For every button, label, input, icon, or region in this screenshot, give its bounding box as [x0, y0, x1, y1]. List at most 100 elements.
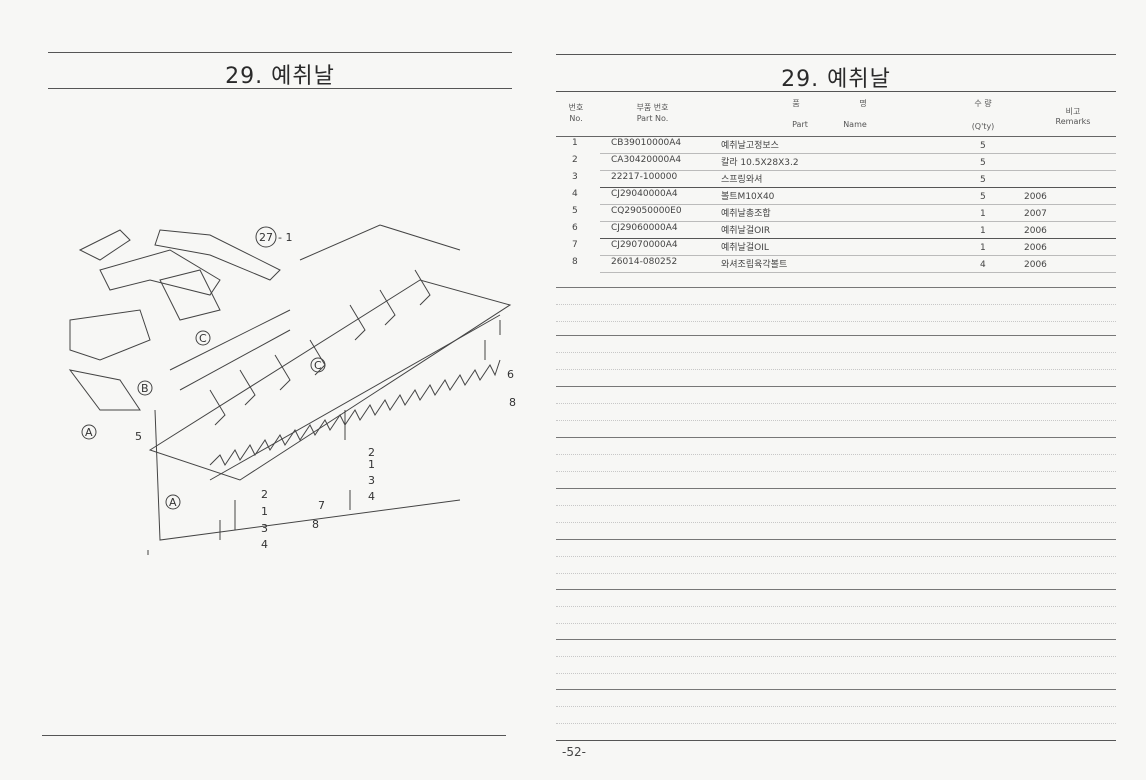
row-4-no: 4 [572, 189, 578, 199]
right-footer-rule [556, 740, 1116, 741]
knife-back-bar [209, 314, 501, 481]
callout-4-middle: 4 [368, 490, 375, 503]
header-remarks-en: Remarks [1055, 117, 1091, 126]
knife-section-teeth [209, 359, 501, 466]
faint-ruled-line [556, 369, 1116, 370]
row-2-no: 2 [572, 155, 578, 165]
guard-7 [414, 269, 431, 306]
guard-2 [239, 369, 256, 406]
faint-ruled-line [556, 723, 1116, 724]
faint-ruled-line [556, 606, 1116, 607]
faint-ruled-line [556, 556, 1116, 557]
callout-circle-b [137, 380, 153, 396]
row-5-name: 예취날총조합 [721, 209, 771, 219]
callout-c1: C [199, 332, 207, 345]
cutter-guide-line-1 [169, 309, 291, 371]
callout-27-qty: - 1 [278, 231, 292, 244]
callout-circle-c2 [310, 357, 326, 373]
bracket-outline [154, 409, 461, 541]
ruled-line [556, 488, 1116, 489]
row-1-no: 1 [572, 138, 578, 148]
callout-3-middle: 3 [368, 474, 375, 487]
mounting-plate [159, 269, 221, 321]
callout-3-lower: 3 [261, 522, 268, 535]
header-name-ko-1: 품 [792, 99, 800, 108]
row-1-part-no: CB39010000A4 [611, 138, 682, 148]
row-8-remarks: 2006 [1024, 260, 1047, 270]
left-title-rule-bottom [48, 88, 512, 89]
header-no-ko: 번호 [568, 103, 584, 112]
faint-ruled-line [556, 304, 1116, 305]
left-page-title: 29. 예취날 [225, 64, 335, 89]
faint-ruled-line [556, 573, 1116, 574]
faint-ruled-line [556, 454, 1116, 455]
row-7-no: 7 [572, 240, 578, 250]
row-7-remarks: 2006 [1024, 243, 1047, 253]
callout-circle-27 [255, 226, 277, 248]
callout-1-middle: 1 [368, 458, 375, 471]
row-5-remarks: 2007 [1024, 209, 1047, 219]
row-5-no: 5 [572, 206, 578, 216]
guard-6 [379, 289, 396, 326]
row-6-part-no: CJ29060000A4 [611, 223, 678, 233]
callout-8-right: 8 [509, 396, 516, 409]
row-6-remarks: 2006 [1024, 226, 1047, 236]
cutter-blade-exploded-diagram: 27 - 1 C C B A A 5 6 8 2 1 3 4 7 8 2 1 3… [68, 224, 516, 555]
frame-arm-upper [99, 249, 221, 296]
faint-ruled-line [556, 403, 1116, 404]
frame-arm-lower [69, 309, 151, 361]
faint-ruled-line [556, 420, 1116, 421]
row-divider [600, 221, 1116, 222]
page-number: -52- [562, 745, 586, 759]
callout-1-lower: 1 [261, 505, 268, 518]
faint-ruled-line [556, 352, 1116, 353]
callout-2-lower: 2 [261, 488, 268, 501]
faint-ruled-line [556, 656, 1116, 657]
left-footer-rule [42, 735, 506, 736]
header-qty-en: (Q'ty) [971, 122, 995, 131]
faint-ruled-line [556, 623, 1116, 624]
row-6-no: 6 [572, 223, 578, 233]
row-7-qty: 1 [980, 243, 986, 253]
ruled-line [556, 335, 1116, 336]
cutter-bar-body [148, 279, 512, 481]
frame-bracket-upper [78, 229, 131, 261]
faint-ruled-line [556, 673, 1116, 674]
row-4-part-no: CJ29040000A4 [611, 189, 678, 199]
row-8-qty: 4 [980, 260, 986, 270]
guard-1 [209, 389, 226, 426]
callout-4-lower: 4 [261, 538, 268, 551]
header-name-ko-2: 명 [859, 99, 867, 108]
row-3-part-no: 22217-100000 [611, 172, 678, 182]
callout-27: 27 [259, 231, 273, 244]
row-1-qty: 5 [980, 141, 986, 151]
row-3-no: 3 [572, 172, 578, 182]
guard-5 [349, 304, 366, 341]
callout-a2: A [169, 496, 177, 509]
right-title-rule-bottom [556, 91, 1116, 92]
frame-bracket-lower [68, 369, 141, 411]
right-page-title: 29. 예취날 [781, 67, 891, 92]
row-5-qty: 1 [980, 209, 986, 219]
row-8-name: 와셔조립육각볼트 [721, 260, 788, 270]
row-8-part-no: 26014-080252 [611, 257, 678, 267]
header-name-en-2: Name [843, 120, 867, 129]
callout-2-middle: 2 [368, 446, 375, 459]
row-5-part-no: CQ29050000E0 [611, 206, 682, 216]
callout-circle-a2 [165, 494, 181, 510]
callout-5: 5 [135, 430, 142, 443]
row-4-qty: 5 [980, 192, 986, 202]
header-rule [556, 136, 1116, 137]
ruled-line [556, 437, 1116, 438]
ruled-line [556, 287, 1116, 288]
row-divider [600, 255, 1116, 256]
callout-7: 7 [318, 499, 325, 512]
ruled-line [556, 689, 1116, 690]
row-4-name: 볼트M10X40 [721, 192, 775, 202]
left-title-rule-top [48, 52, 512, 53]
header-part-no-en: Part No. [636, 114, 669, 123]
header-qty-ko: 수 량 [974, 99, 992, 108]
right-title-rule-top [556, 54, 1116, 55]
row-7-part-no: CJ29070000A4 [611, 240, 678, 250]
ruled-line [556, 589, 1116, 590]
